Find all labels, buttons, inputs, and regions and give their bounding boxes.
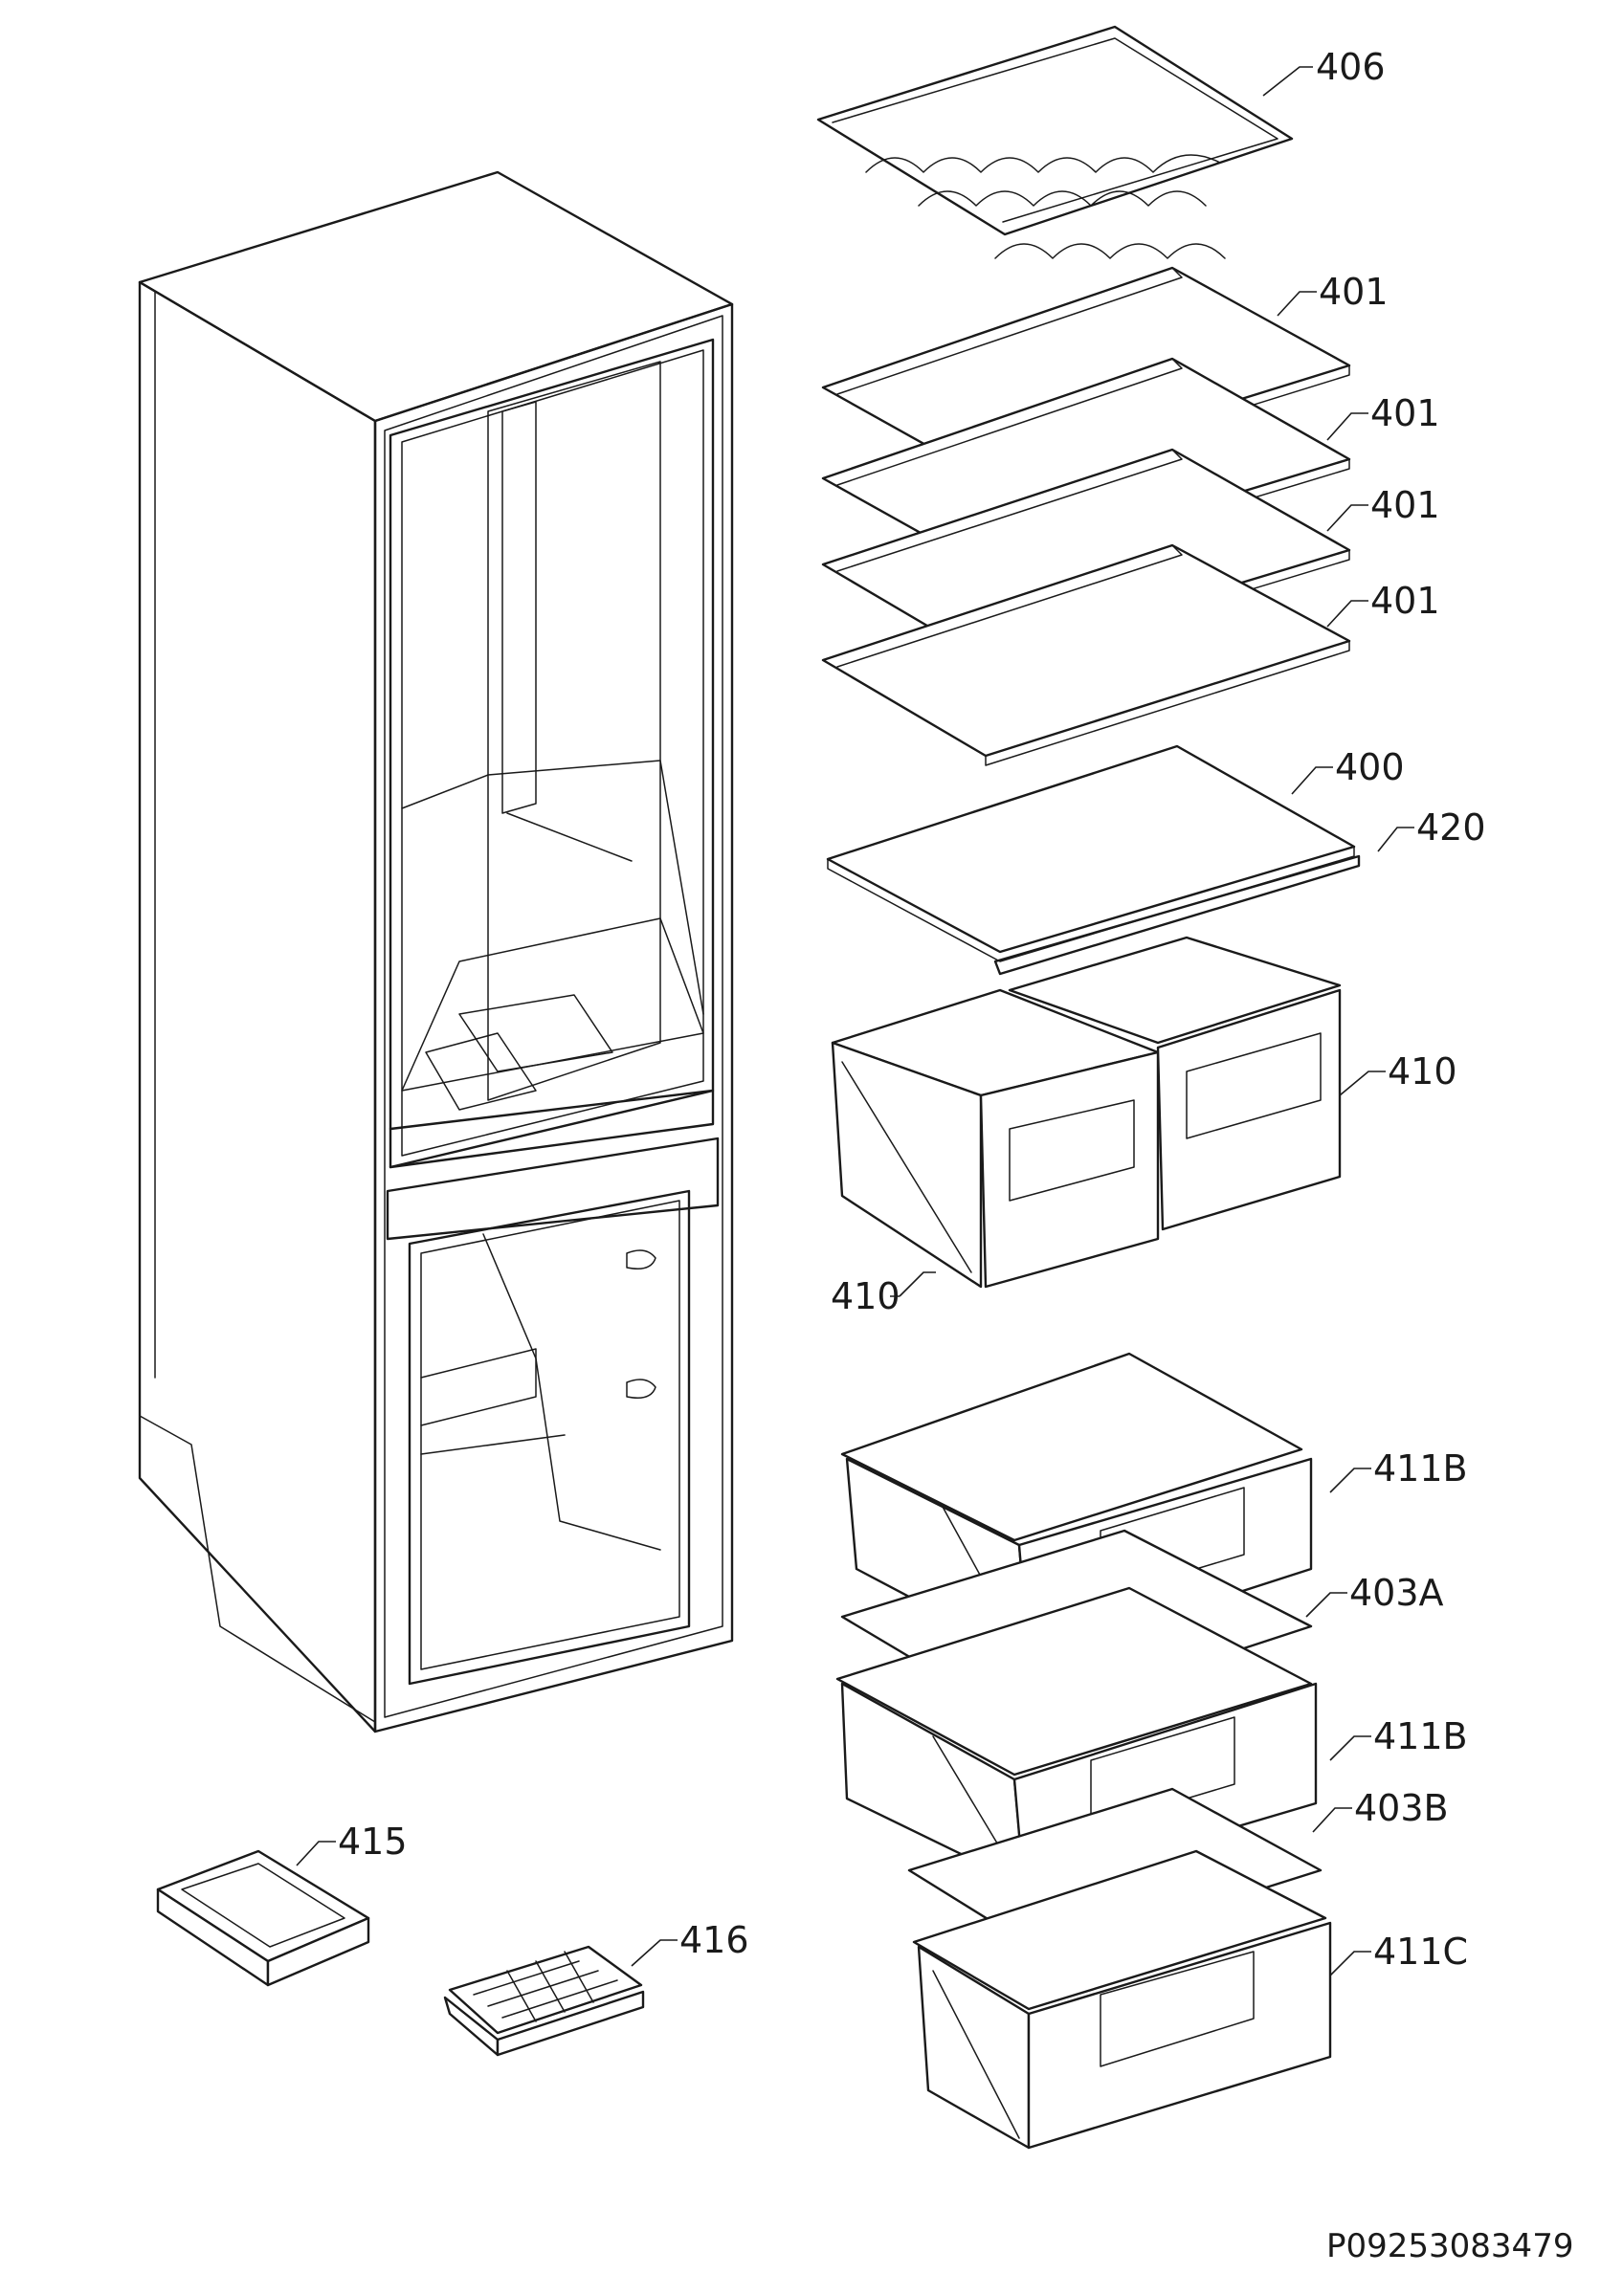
- label-401-shelf-3: 401: [1370, 484, 1440, 526]
- part-406-wine-rack: [816, 25, 1294, 259]
- label-411B-lower: 411B: [1373, 1715, 1468, 1757]
- part-410-drawer-right: [1008, 936, 1342, 1231]
- label-406: 406: [1316, 46, 1386, 88]
- label-400: 400: [1335, 746, 1405, 788]
- label-411C: 411C: [1373, 1931, 1468, 1973]
- label-401-shelf-2: 401: [1370, 392, 1440, 434]
- label-415: 415: [338, 1821, 408, 1863]
- label-410-right: 410: [1388, 1050, 1457, 1093]
- label-401-shelf-1: 401: [1319, 271, 1389, 313]
- drawing-code: P09253083479: [1326, 2227, 1573, 2265]
- label-411B-upper: 411B: [1373, 1447, 1468, 1490]
- label-416: 416: [679, 1919, 749, 1961]
- label-401-shelf-4: 401: [1370, 580, 1440, 622]
- fridge-cabinet: [138, 170, 734, 1733]
- part-411C-drawer: [912, 1849, 1332, 2150]
- label-403B: 403B: [1354, 1787, 1449, 1829]
- part-420-strip: [993, 854, 1361, 976]
- part-410-drawer-left: [831, 988, 1160, 1289]
- part-labels: 406 401 401 401 401 400 420 410 410 411B…: [338, 46, 1486, 1973]
- label-403A: 403A: [1349, 1572, 1444, 1614]
- label-420: 420: [1416, 806, 1486, 849]
- part-416-ice-cube-tray: [443, 1945, 645, 2057]
- part-401-glass-shelf-4: [821, 543, 1351, 766]
- part-400-crisper-cover: [826, 744, 1356, 962]
- part-415-tray: [156, 1849, 370, 1987]
- leader-lines: [296, 66, 1414, 1976]
- label-410-left: 410: [831, 1275, 900, 1317]
